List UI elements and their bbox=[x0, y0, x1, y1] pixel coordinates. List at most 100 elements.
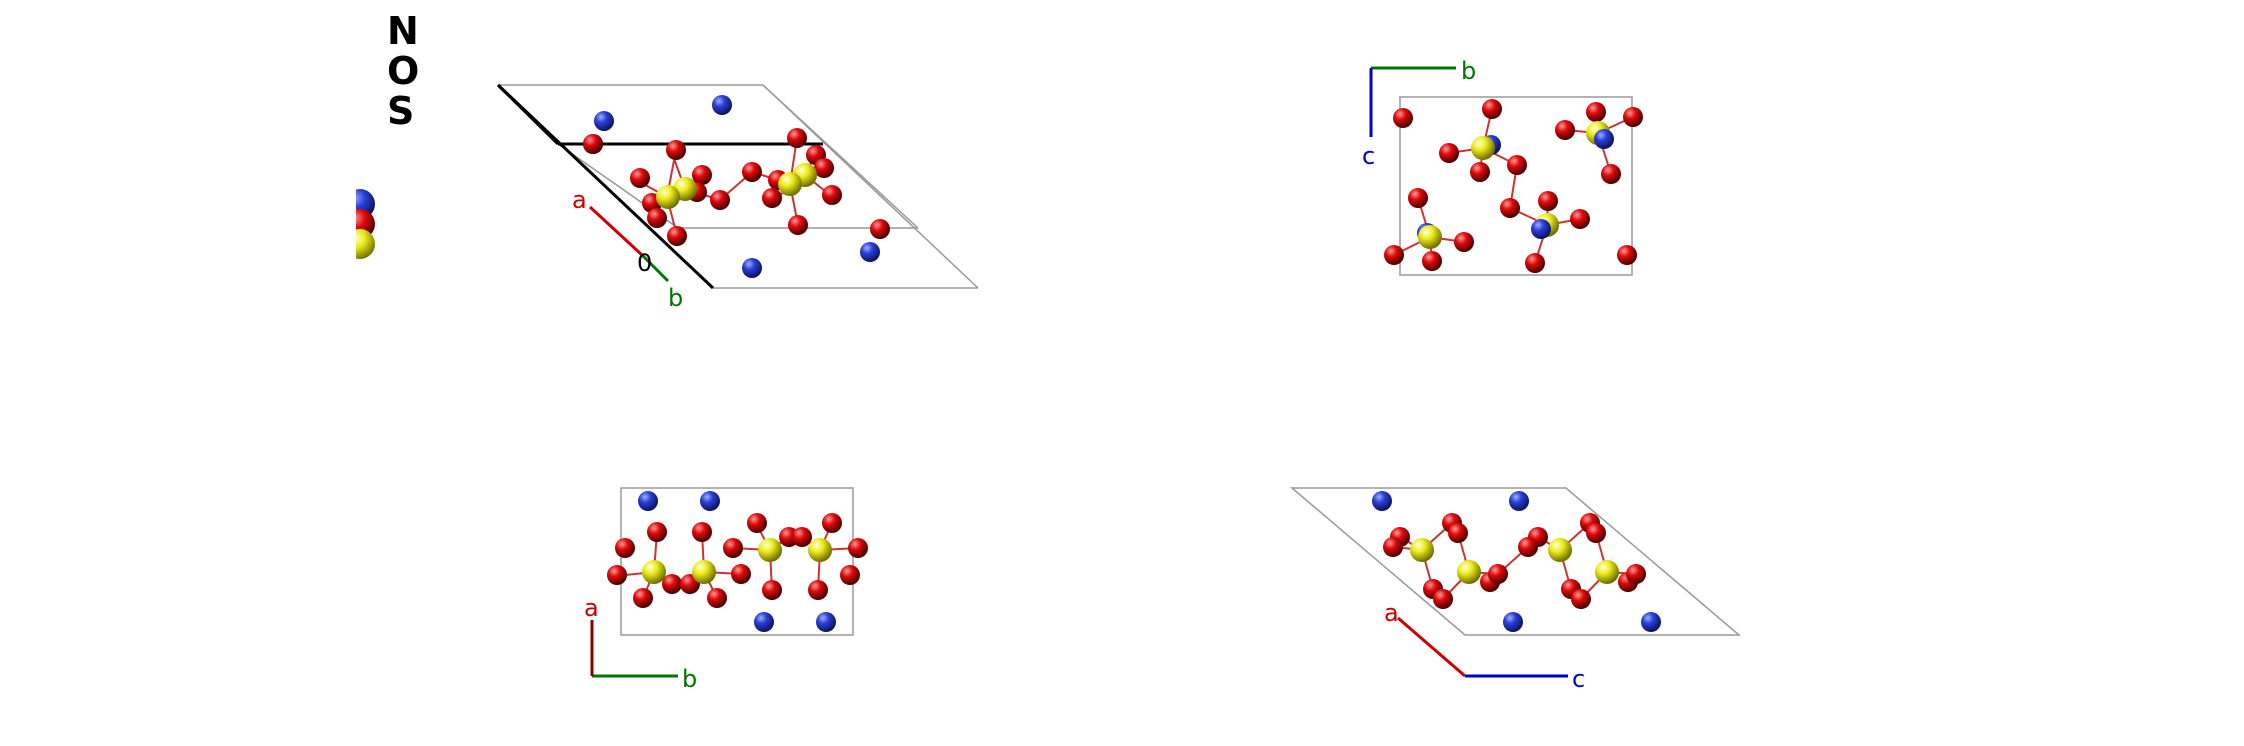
atom-o bbox=[607, 565, 627, 585]
atom-o bbox=[1454, 232, 1474, 252]
atom-n bbox=[1531, 219, 1551, 239]
legend-label-o: O bbox=[387, 49, 420, 93]
atom-n bbox=[712, 95, 732, 115]
atom-o bbox=[1439, 143, 1459, 163]
atom-o bbox=[792, 527, 812, 547]
legend-label-s: S bbox=[387, 89, 415, 133]
atom-o bbox=[1617, 245, 1637, 265]
atom-o bbox=[1626, 564, 1646, 584]
atom-n bbox=[1641, 612, 1661, 632]
unit-cell-perspective bbox=[496, 83, 979, 290]
atom-o bbox=[633, 588, 653, 608]
atom-o bbox=[662, 574, 682, 594]
atom-s bbox=[758, 538, 782, 562]
axis-label-a: a bbox=[1384, 599, 1399, 627]
atom-o bbox=[840, 565, 860, 585]
atom-n bbox=[1372, 491, 1392, 511]
axis-origin-label: 0 bbox=[637, 249, 652, 277]
axis-label-c: c bbox=[1362, 142, 1375, 170]
atom-o bbox=[1538, 191, 1558, 211]
atom-n bbox=[754, 612, 774, 632]
atom-o bbox=[1586, 523, 1606, 543]
panel-view-bc: b c bbox=[1362, 57, 1643, 276]
atom-o bbox=[848, 538, 868, 558]
legend-label-n: N bbox=[387, 9, 419, 53]
atom-o bbox=[1384, 245, 1404, 265]
atom-n bbox=[1509, 491, 1529, 511]
axis-label-b: b bbox=[668, 284, 683, 312]
atom-o bbox=[1422, 251, 1442, 271]
atom-o bbox=[1433, 589, 1453, 609]
atom-n bbox=[594, 111, 614, 131]
atom-o bbox=[1571, 589, 1591, 609]
atom-o bbox=[1488, 564, 1508, 584]
atom-o bbox=[1518, 537, 1538, 557]
axis-label-c: c bbox=[1572, 665, 1585, 693]
atom-n bbox=[860, 242, 880, 262]
atom-o bbox=[731, 564, 751, 584]
atom-o bbox=[1500, 198, 1520, 218]
atom-o bbox=[723, 538, 743, 558]
atom-s bbox=[808, 538, 832, 562]
atom-o bbox=[742, 162, 762, 182]
atom-o bbox=[647, 522, 667, 542]
unit-cell-ac bbox=[1289, 487, 1742, 636]
atom-o bbox=[692, 522, 712, 542]
atom-s bbox=[642, 560, 666, 584]
axis-label-a: a bbox=[584, 594, 599, 622]
atom-o bbox=[667, 226, 687, 246]
axis-label-b: b bbox=[1461, 57, 1476, 85]
atom-o bbox=[762, 580, 782, 600]
atom-o bbox=[615, 538, 635, 558]
legend-swatch-stack bbox=[330, 180, 375, 270]
atoms-perspective bbox=[583, 95, 890, 278]
atom-o bbox=[1586, 102, 1606, 122]
axes-ab: a b bbox=[584, 594, 697, 693]
atom-o bbox=[1393, 108, 1413, 128]
atom-s bbox=[1548, 538, 1572, 562]
atom-o bbox=[1525, 253, 1545, 273]
panel-view-ab: a b bbox=[584, 487, 868, 693]
atom-s bbox=[1457, 560, 1481, 584]
atom-o bbox=[747, 513, 767, 533]
atom-o bbox=[870, 219, 890, 239]
atom-o bbox=[1448, 523, 1468, 543]
panel-perspective-view: a b 0 bbox=[496, 83, 979, 312]
atom-o bbox=[1507, 155, 1527, 175]
atom-o bbox=[647, 208, 667, 228]
axis-label-b: b bbox=[682, 665, 697, 693]
atom-n bbox=[816, 612, 836, 632]
axes-perspective: a b 0 bbox=[572, 186, 683, 312]
atom-s bbox=[1410, 538, 1434, 562]
unit-cell-bc bbox=[1399, 96, 1633, 276]
atom-s bbox=[1595, 560, 1619, 584]
atoms-bc bbox=[1384, 99, 1643, 273]
atom-o bbox=[822, 513, 842, 533]
atom-o bbox=[707, 588, 727, 608]
axis-label-a: a bbox=[572, 186, 587, 214]
atom-n bbox=[638, 491, 658, 511]
unit-cell-ab bbox=[620, 487, 854, 636]
atom-n bbox=[742, 258, 762, 278]
atom-n bbox=[1594, 129, 1614, 149]
axes-ac: a c bbox=[1384, 599, 1585, 693]
atom-s bbox=[692, 560, 716, 584]
atom-o bbox=[583, 134, 603, 154]
atom-o bbox=[1482, 99, 1502, 119]
atoms-ac bbox=[1372, 491, 1661, 632]
atom-o bbox=[808, 580, 828, 600]
atom-o bbox=[710, 190, 730, 210]
panel-view-ac: a c bbox=[1289, 487, 1742, 693]
axes-bc: b c bbox=[1362, 57, 1476, 170]
atom-o bbox=[788, 215, 808, 235]
atom-o bbox=[1383, 537, 1403, 557]
atom-s bbox=[656, 185, 680, 209]
atom-o bbox=[1470, 162, 1490, 182]
atom-o bbox=[630, 168, 650, 188]
atom-o bbox=[1601, 164, 1621, 184]
atom-n bbox=[700, 491, 720, 511]
atom-o bbox=[1623, 107, 1643, 127]
atom-o bbox=[822, 185, 842, 205]
atom-o bbox=[1408, 188, 1428, 208]
